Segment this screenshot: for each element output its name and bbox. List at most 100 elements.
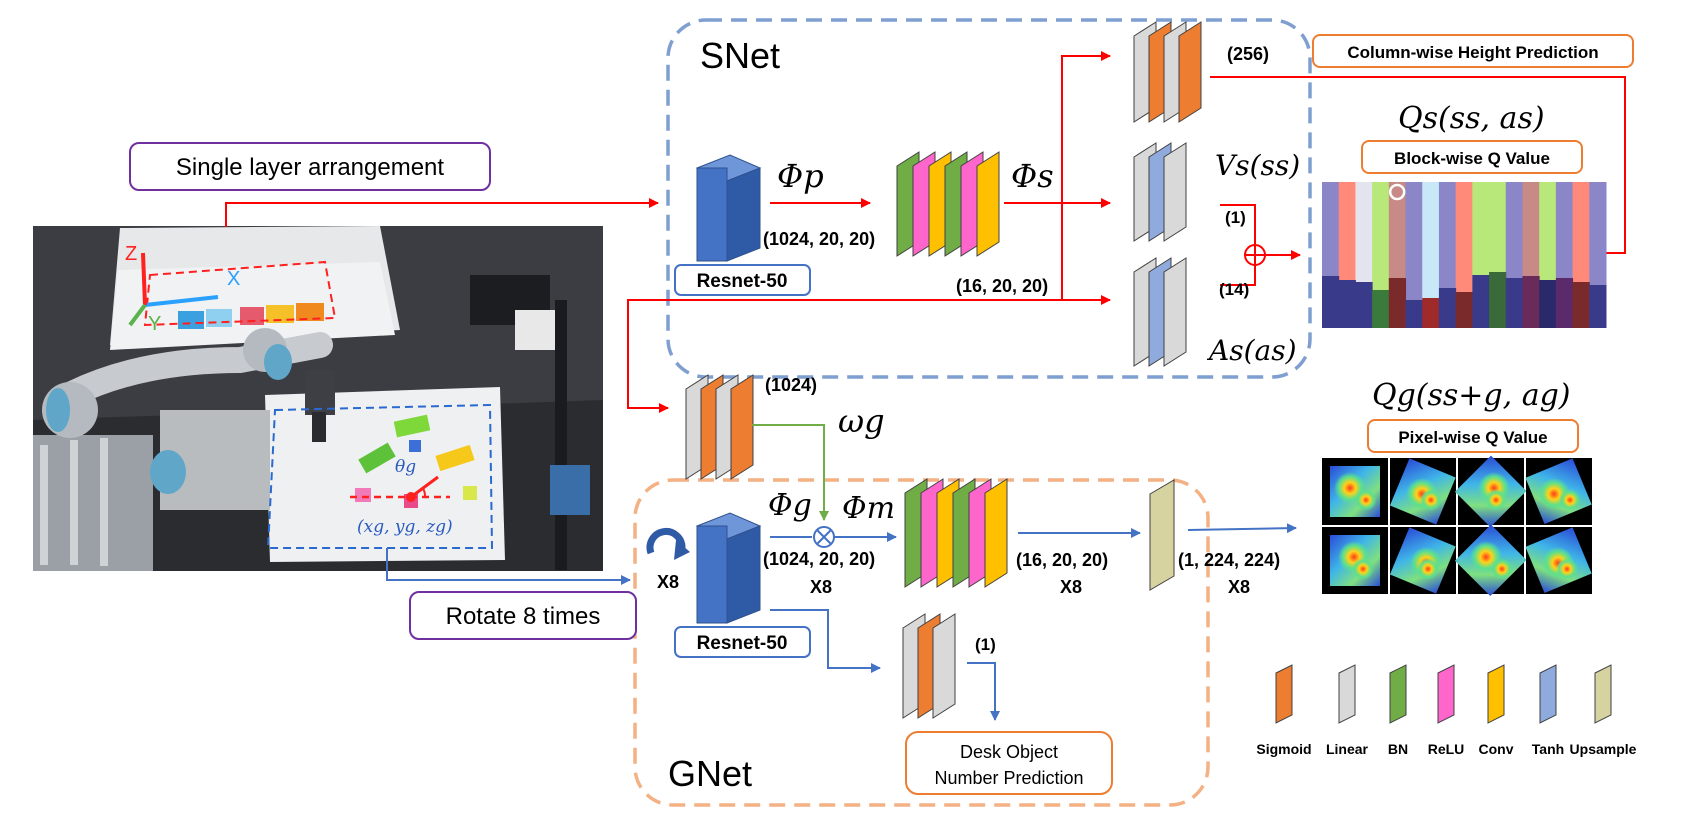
phi-p-label: Φp bbox=[777, 157, 824, 195]
desk-dim: (1) bbox=[975, 635, 996, 654]
single-layer-text: Single layer arrangement bbox=[176, 154, 444, 181]
pixel-q-heatmaps bbox=[1322, 455, 1592, 597]
q-column-fill bbox=[1438, 288, 1457, 328]
q-column-fill bbox=[1322, 276, 1340, 328]
legend-label: Conv bbox=[1479, 741, 1514, 757]
upsample-layer bbox=[1149, 479, 1175, 591]
legend-label: Upsample bbox=[1570, 741, 1637, 757]
q-column-fill bbox=[1355, 282, 1373, 328]
phi-s-label: Φs bbox=[1011, 157, 1054, 195]
phi-g-label: Φg bbox=[768, 488, 812, 523]
pixel-q-tile bbox=[1525, 458, 1592, 525]
desk-object-label-box: Desk Object Number Prediction bbox=[905, 731, 1113, 795]
v-head-stack bbox=[1133, 142, 1187, 242]
q-column-fill bbox=[1422, 298, 1440, 328]
legend-label: Linear bbox=[1326, 741, 1369, 757]
legend-item: Tanh bbox=[1532, 664, 1564, 757]
connectors bbox=[225, 51, 1626, 721]
snet-feature-stack-layer bbox=[976, 151, 1000, 257]
upsample-x8: X8 bbox=[1228, 577, 1250, 597]
qs-label: Qs(ss, as) bbox=[1398, 101, 1545, 136]
q-column-fill bbox=[1522, 276, 1540, 328]
a-head-stack-layer bbox=[1163, 257, 1187, 367]
column-height-label-box: Column-wise Height Prediction bbox=[1312, 34, 1634, 68]
rotate-label-box: Rotate 8 times bbox=[409, 591, 637, 640]
upsample-layer bbox=[1149, 479, 1175, 591]
selected-marker bbox=[1388, 183, 1406, 201]
block-q-text: Block-wise Q Value bbox=[1394, 149, 1550, 168]
snet-feature-stack bbox=[896, 151, 1000, 257]
legend-item: ReLU bbox=[1428, 664, 1465, 757]
layer-stacks bbox=[685, 21, 1202, 719]
phi-m-label: Φm bbox=[842, 491, 895, 526]
snet-resnet-block: Resnet-50 bbox=[674, 154, 811, 296]
legend-label: Sigmoid bbox=[1256, 741, 1311, 757]
omega-stack-layer bbox=[730, 374, 754, 480]
snet-resnet-dim: (1024, 20, 20) bbox=[763, 229, 875, 249]
height-head-stack-layer bbox=[1178, 21, 1202, 123]
a-head-stack bbox=[1133, 257, 1187, 367]
pixel-q-tile bbox=[1454, 455, 1527, 528]
axis-z-label: Z bbox=[125, 243, 137, 265]
gnet-resnet-x8: X8 bbox=[810, 577, 832, 597]
v-head-stack-layer bbox=[1163, 142, 1187, 242]
axis-y-label: Y bbox=[148, 313, 161, 335]
qg-label: Qg(ss+g, ag) bbox=[1372, 378, 1571, 413]
q-column-fill bbox=[1338, 280, 1356, 328]
q-column-fill bbox=[1572, 282, 1590, 328]
desk-head-stack-layer bbox=[932, 613, 956, 719]
q-column-fill bbox=[1372, 290, 1390, 328]
q-column-fill bbox=[1589, 285, 1607, 328]
a-dim: (14) bbox=[1219, 280, 1249, 299]
q-column-fill bbox=[1388, 278, 1407, 328]
rotate-x8-label: X8 bbox=[657, 572, 679, 592]
v-stream-label: Vs(ss) bbox=[1215, 149, 1300, 182]
gnet-feat-dim: (16, 20, 20) bbox=[1016, 550, 1108, 570]
pixel-q-tile bbox=[1322, 458, 1388, 525]
grasp-coords-label: (xg, yg, zg) bbox=[357, 517, 453, 537]
pixel-q-tile bbox=[1454, 524, 1527, 597]
robot-workspace-photo: X Z Y θg (xg, yg, zg) bbox=[33, 226, 603, 571]
rotate-icon bbox=[646, 527, 686, 555]
desk-object-text-2: Number Prediction bbox=[934, 768, 1083, 788]
height-head-stack bbox=[1133, 21, 1202, 123]
single-layer-label-box: Single layer arrangement bbox=[129, 142, 491, 191]
q-column-fill bbox=[1505, 278, 1523, 328]
omega-label: ωg bbox=[838, 402, 885, 440]
snet-resnet-label: Resnet-50 bbox=[697, 271, 788, 292]
omega-dim: (1024) bbox=[765, 375, 817, 395]
height-dim: (256) bbox=[1227, 44, 1269, 64]
q-column bbox=[1455, 182, 1473, 328]
v-dim: (1) bbox=[1225, 208, 1246, 227]
q-column bbox=[1405, 182, 1423, 328]
gnet-feature-stack-layer bbox=[984, 478, 1008, 588]
legend-label: BN bbox=[1388, 741, 1408, 757]
legend-item: Conv bbox=[1479, 664, 1514, 757]
snet-feat-dim: (16, 20, 20) bbox=[956, 276, 1048, 296]
gnet-feature-stack bbox=[904, 478, 1008, 588]
block-q-heatmap bbox=[1322, 182, 1607, 328]
pixel-q-text: Pixel-wise Q Value bbox=[1398, 428, 1547, 447]
gnet-feat-x8: X8 bbox=[1060, 577, 1082, 597]
desk-object-text-1: Desk Object bbox=[960, 742, 1058, 762]
axis-x-label: X bbox=[227, 268, 240, 290]
legend-item: BN bbox=[1388, 664, 1408, 757]
theta-label: θg bbox=[395, 457, 416, 477]
gnet-title: GNet bbox=[668, 753, 752, 794]
pixel-q-tile bbox=[1389, 458, 1456, 525]
q-column-fill bbox=[1472, 275, 1490, 328]
q-column-fill bbox=[1405, 300, 1423, 328]
q-column bbox=[1422, 182, 1440, 328]
legend-item: Upsample bbox=[1570, 664, 1637, 757]
gnet-boundary bbox=[633, 478, 1210, 807]
pixel-q-tile bbox=[1322, 527, 1388, 594]
legend-item: Sigmoid bbox=[1256, 664, 1312, 757]
q-column-fill bbox=[1539, 280, 1557, 328]
legend-label: ReLU bbox=[1428, 741, 1465, 757]
gnet-resnet-block: Resnet-50 bbox=[674, 512, 811, 658]
q-column-fill bbox=[1555, 278, 1574, 328]
snet-title: SNet bbox=[700, 35, 780, 76]
legend-item: Linear bbox=[1326, 664, 1369, 757]
